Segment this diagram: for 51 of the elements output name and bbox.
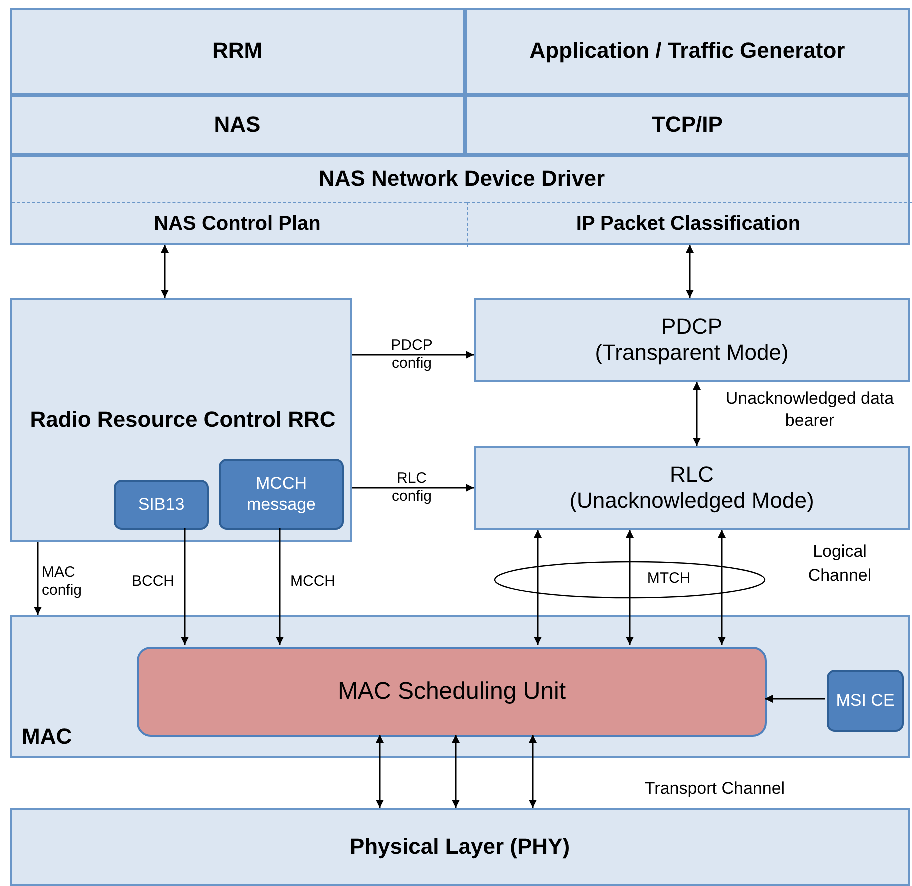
message-box (219, 459, 344, 530)
block-title: Application / Traffic Generator (530, 38, 846, 65)
block-title: Radio Resource Control RRC (30, 406, 336, 434)
message-box (114, 480, 209, 530)
arrow (376, 735, 384, 808)
protocol-box (474, 298, 910, 382)
arrow (529, 735, 537, 808)
driver-band (10, 155, 910, 245)
protocol-box (474, 446, 910, 530)
block-title: Physical Layer (PHY) (350, 834, 570, 860)
layer-box (10, 95, 465, 155)
message-box (827, 670, 904, 732)
layer-box (465, 95, 910, 155)
block-subtitle: (Transparent Mode) (595, 340, 789, 366)
scheduling-unit-box (137, 647, 767, 737)
layer-box (465, 8, 910, 95)
layer-box (10, 8, 465, 95)
arrow (534, 530, 542, 645)
mac-layer-box (10, 615, 910, 758)
channel-label: Logical Channel (807, 541, 873, 587)
rrc-block (10, 298, 352, 542)
arrow (161, 245, 169, 298)
arrow (34, 542, 42, 615)
block-title: MSI CE (836, 690, 895, 712)
layer-box (10, 808, 910, 886)
block-subtitle: (Unacknowledged Mode) (570, 488, 814, 514)
arrow (181, 528, 189, 645)
arrow (686, 245, 694, 298)
arrow (765, 695, 825, 703)
block-title: NAS Network Device Driver (318, 166, 606, 193)
arrow (693, 382, 701, 446)
block-title: IP Packet Classification (576, 212, 801, 236)
arrow (718, 530, 726, 645)
arrow (352, 351, 474, 359)
channel-label: MTCH (646, 569, 692, 589)
block-title: MAC (22, 724, 72, 750)
channel-label: Transport Channel (644, 778, 786, 800)
arrow (276, 528, 284, 645)
block-title: NAS Control Plan (154, 212, 321, 236)
arrow (352, 484, 474, 492)
block-title: RLC (670, 462, 714, 488)
block-title: MAC Scheduling Unit (338, 678, 566, 706)
block-title: SIB13 (138, 494, 185, 516)
band-section (467, 202, 912, 247)
arrow (452, 735, 460, 808)
block-title: TCP/IP (652, 112, 723, 138)
arrow (626, 530, 634, 645)
block-title: PDCP (661, 314, 723, 340)
block-title: MCCH message (246, 474, 317, 515)
block-title: NAS (214, 112, 261, 138)
block-title: RRM (212, 38, 263, 65)
